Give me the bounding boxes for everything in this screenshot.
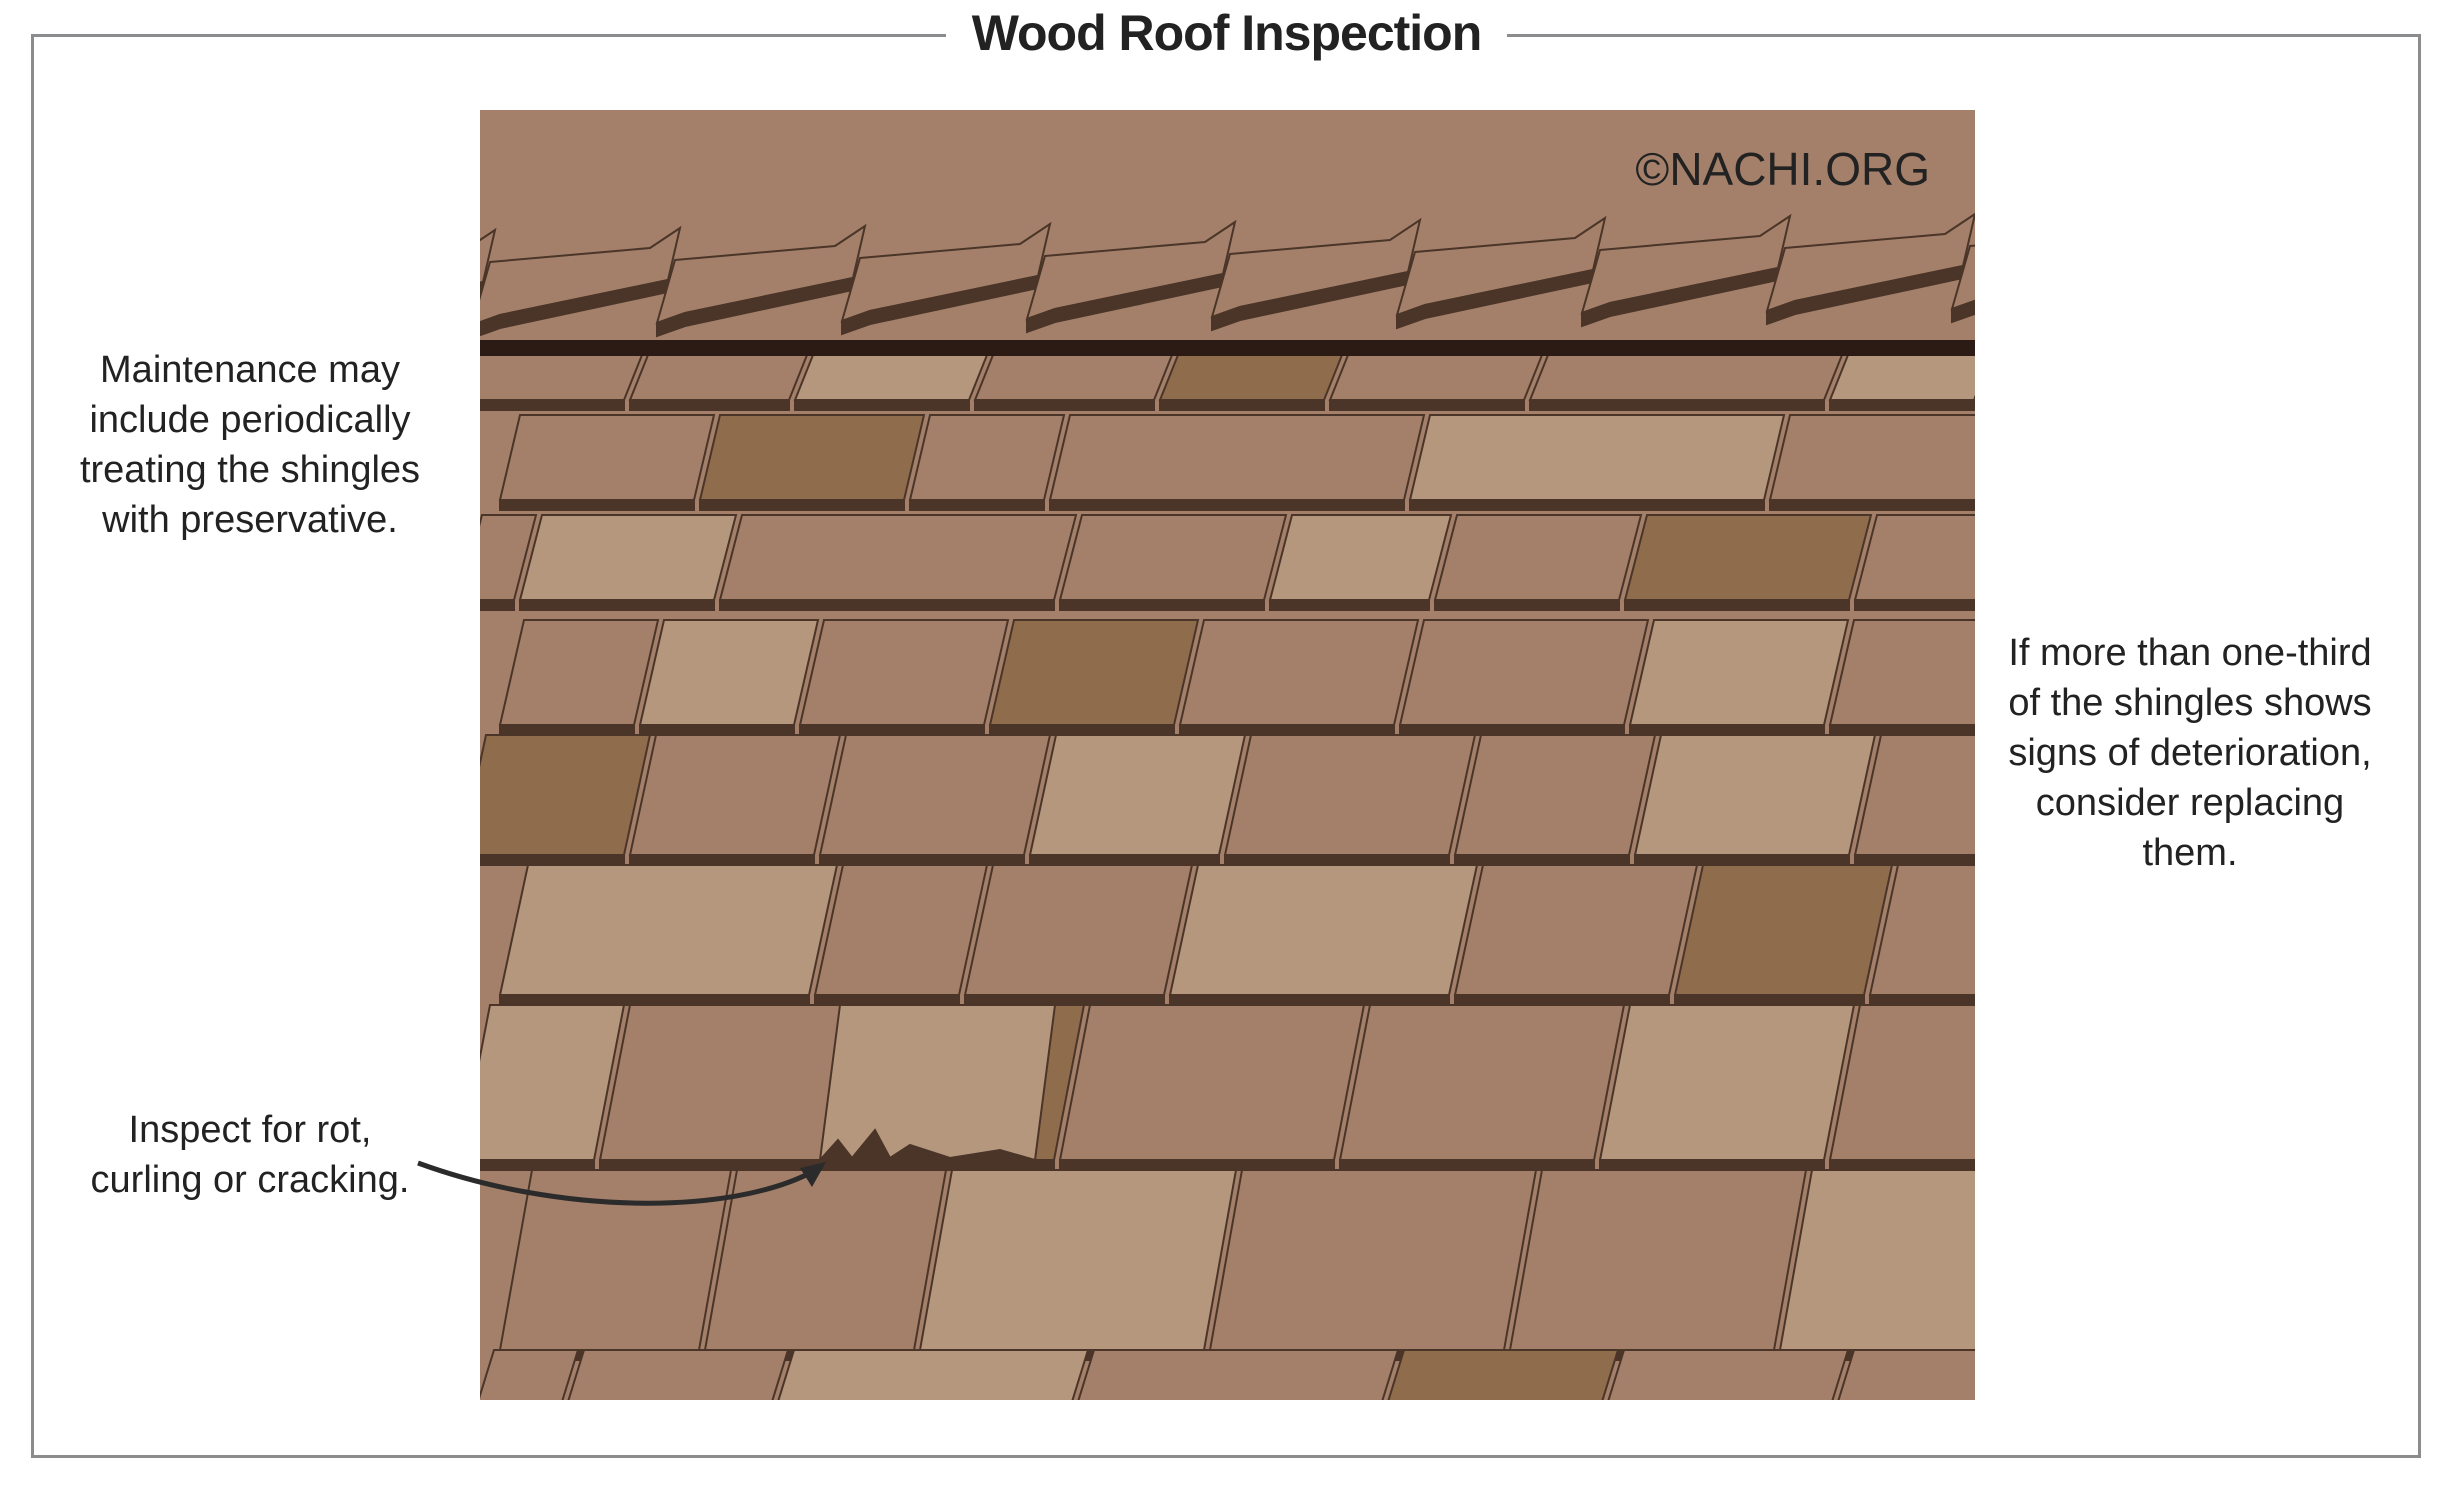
replacement-note: If more than one-third of the shingles s… [1980, 628, 2400, 878]
shingle-shadow-edge [1529, 399, 1825, 411]
inspect-note-line: Inspect for rot, [128, 1109, 372, 1151]
shingle [1828, 619, 1975, 726]
diagram-title: Wood Roof Inspection [945, 5, 1508, 61]
shingle-shadow-edge [1829, 399, 1975, 411]
inspect-note: Inspect for rot, curling or cracking. [70, 1105, 430, 1205]
shingle-shadow-edge [794, 399, 970, 411]
shingle-shadow-edge [480, 599, 515, 611]
shingle-shadow-edge [499, 499, 695, 511]
shingle-shadow-edge [1829, 724, 1975, 736]
arrowhead [800, 1162, 826, 1187]
shingle-shadow-edge [519, 599, 715, 611]
shingle-shadow-edge [1869, 994, 1975, 1006]
shingle-shadow-edge [1854, 854, 1975, 866]
ridge-shingle-shadow [1951, 299, 1975, 324]
shingle [480, 1349, 580, 1400]
replacement-note-line: of the shingles shows [2008, 682, 2372, 724]
shingle-shadow-edge [1769, 499, 1975, 511]
replacement-note-line: them. [2142, 832, 2238, 874]
shingle [1868, 864, 1975, 996]
shingle-shadow-edge [719, 599, 1055, 611]
shingle-shadow-edge [1829, 1159, 1975, 1171]
replacement-note-line: consider replacing [2035, 782, 2345, 824]
maintenance-note-line: Maintenance may [100, 349, 400, 391]
shingle [1828, 1004, 1975, 1161]
maintenance-note-line: include periodically [89, 399, 411, 441]
shingle-shadow-edge [480, 399, 625, 411]
inspect-note-line: curling or cracking. [90, 1159, 410, 1201]
crack-edge [819, 1128, 1036, 1169]
shingle [1778, 1169, 1975, 1351]
shingle-shadow-edge [1434, 599, 1620, 611]
shingle [777, 1349, 1090, 1400]
maintenance-note-line: treating the shingles [79, 449, 421, 491]
shingle-shadow-edge [629, 399, 790, 411]
shingle [1387, 1349, 1620, 1400]
shingle-shadow-edge [1159, 399, 1325, 411]
shingle-shadow-edge [699, 499, 905, 511]
shingle-shadow-edge [1409, 499, 1765, 511]
shingle [1077, 1349, 1400, 1400]
shingle [1853, 514, 1975, 601]
shingle-shadow-edge [1269, 599, 1430, 611]
shingle [1768, 414, 1975, 501]
shingle-shadow-edge [974, 399, 1155, 411]
roof-illustration: ©NACHI.ORG [480, 110, 1975, 1400]
shingle-shadow-edge [1059, 599, 1265, 611]
shingle-shadow-edge [1049, 499, 1405, 511]
shingle [1853, 734, 1975, 856]
shingle-shadow-edge [1854, 599, 1975, 611]
replacement-note-line: signs of deterioration, [2008, 732, 2372, 774]
roof-svg: ©NACHI.ORG [480, 110, 1975, 1400]
maintenance-note-line: with preservative. [102, 499, 398, 541]
shingle-rows [480, 212, 1975, 1400]
ridge-band [480, 340, 1975, 356]
shingle-shadow-edge [1329, 399, 1525, 411]
maintenance-note: Maintenance may include periodically tre… [60, 345, 440, 545]
title-wrap: Wood Roof Inspection [0, 4, 2453, 62]
arrow-shaft [417, 1160, 814, 1206]
shingle-shadow-edge [909, 499, 1045, 511]
replacement-note-line: If more than one-third [2008, 632, 2372, 674]
shingle [567, 1349, 790, 1400]
shingle-shadow-edge [1624, 599, 1850, 611]
shingle [1607, 1349, 1850, 1400]
copyright-text: ©NACHI.ORG [1635, 143, 1930, 195]
shingle [1837, 1349, 1975, 1400]
